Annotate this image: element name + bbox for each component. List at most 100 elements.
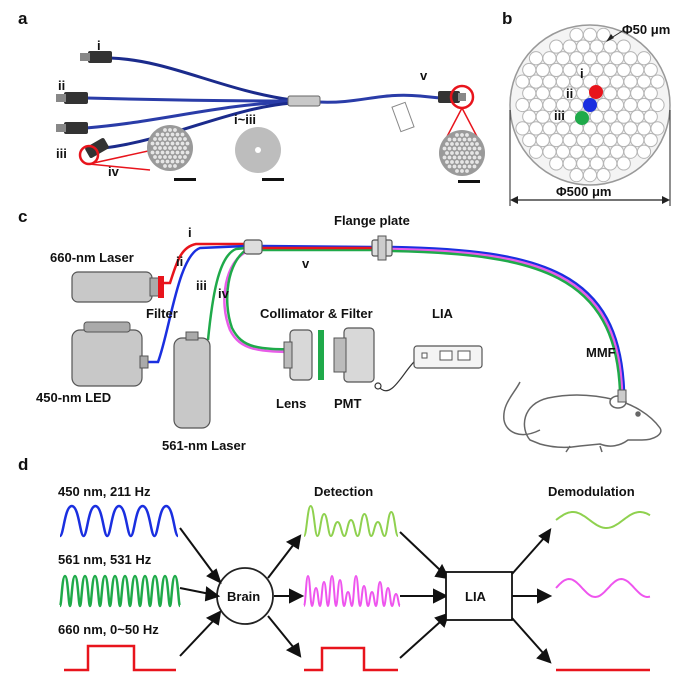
label-c-i: i	[188, 225, 192, 240]
micrograph-dot	[467, 164, 472, 169]
bundle-fiber	[576, 132, 591, 148]
micrograph-dot	[470, 160, 474, 164]
micrograph-dot	[168, 137, 172, 141]
label-pmt: PMT	[334, 396, 362, 411]
label-a-v: v	[420, 68, 428, 83]
bundle-fiber	[650, 121, 665, 136]
bundle-fiber	[630, 132, 645, 148]
micrograph-dot	[447, 146, 452, 151]
label-collimator: Collimator & Filter	[260, 306, 373, 321]
micrograph-dot	[445, 142, 449, 146]
micrograph-dot	[462, 146, 467, 151]
waveform-450nm	[58, 504, 180, 538]
bundle-fiber	[555, 121, 571, 136]
label-c-ii: ii	[176, 254, 183, 269]
micrograph-dot	[457, 137, 462, 142]
micrograph-dot	[170, 132, 175, 137]
micrograph-dot	[153, 146, 157, 150]
label-input3: 660 nm, 0~50 Hz	[58, 622, 159, 637]
bundle-fiber	[562, 156, 577, 171]
panel-d: d 450 nm, 211 Hz 561 nm, 531 Hz 660 nm, …	[18, 455, 651, 672]
label-lia-d: LIA	[465, 589, 487, 604]
fiber-paths	[146, 242, 301, 364]
micrograph-dot	[158, 137, 162, 141]
bundle-fiber	[528, 74, 544, 89]
bundle-fiber	[643, 86, 658, 101]
lens	[283, 329, 313, 381]
label-input1: 450 nm, 211 Hz	[58, 484, 151, 499]
micrograph-dot	[455, 142, 459, 146]
bundle-fiber	[528, 121, 544, 136]
micrograph-dot	[158, 146, 162, 150]
micrograph-dot	[160, 150, 165, 155]
filter-660	[158, 276, 164, 298]
bundle-fiber	[596, 144, 611, 159]
bundle-fiber	[623, 74, 638, 89]
micrograph-dot	[183, 146, 187, 150]
micrograph-dot	[457, 155, 462, 160]
bundle-fiber	[535, 86, 550, 101]
label-phi500: Φ500 μm	[556, 184, 612, 199]
connector-iii	[56, 122, 88, 134]
micrograph-dot	[183, 137, 187, 141]
mmf-fiber	[391, 245, 626, 393]
micrograph-dot	[467, 155, 472, 160]
micrograph-dot	[477, 155, 482, 160]
micrograph-dot	[180, 150, 185, 155]
micrograph-dot	[155, 141, 160, 146]
micrograph-iv	[147, 125, 196, 181]
label-demodulation: Demodulation	[548, 484, 635, 499]
bundle-fiber	[589, 62, 604, 78]
label-led450: 450-nm LED	[36, 390, 111, 405]
micrograph-dot	[165, 150, 170, 155]
label-a-iv: iv	[108, 164, 120, 179]
label-b-ii: ii	[566, 86, 573, 101]
bundle-fiber	[515, 121, 530, 136]
micrograph-dot	[173, 137, 177, 141]
micrograph-dot	[452, 137, 457, 142]
bundle-fiber	[522, 86, 537, 101]
bundle-fiber	[609, 51, 625, 66]
micrograph-dot	[475, 160, 479, 164]
micrograph-dot	[455, 160, 459, 164]
bundle-fiber	[636, 97, 652, 113]
label-detection: Detection	[314, 484, 373, 499]
bundle-cables	[84, 56, 442, 150]
micrograph-dot	[460, 142, 464, 146]
micrograph-dot	[465, 169, 469, 173]
micrograph-dot	[467, 146, 472, 151]
micrograph-dot	[457, 164, 462, 169]
micrograph-dot	[173, 155, 177, 159]
panel-d-letter: d	[18, 455, 28, 474]
micrograph-dot	[452, 146, 457, 151]
detected-signal-2	[303, 574, 401, 608]
micrograph-dot	[155, 132, 160, 137]
bundle-fiber	[562, 132, 577, 148]
arrows-from-lia	[511, 528, 553, 664]
bundle-fiber	[596, 27, 611, 42]
label-phi50: Φ50 μm	[622, 22, 670, 37]
waveform-561nm	[58, 574, 182, 608]
micrograph-dot	[465, 160, 469, 164]
micrograph-v	[439, 130, 485, 183]
label-c-v: v	[302, 256, 310, 271]
micrograph-dot	[475, 142, 479, 146]
micrograph-dot	[472, 146, 477, 151]
micrograph-dot	[158, 155, 162, 159]
connector-i	[80, 51, 112, 63]
bundle-fiber	[576, 156, 591, 171]
bundle-fiber	[569, 168, 584, 183]
micrograph-dot	[163, 155, 167, 159]
micrograph-dot	[472, 155, 477, 160]
cable-pmt-lia	[379, 359, 417, 392]
bundle-fiber	[616, 39, 631, 54]
bundle-fiber	[596, 51, 611, 66]
bundle-fiber	[603, 156, 618, 171]
scale-bar-iv	[174, 178, 196, 181]
bundle-fiber	[549, 39, 564, 54]
bundle-fiber	[616, 86, 631, 101]
micrograph-dot	[183, 155, 187, 159]
bundle-fiber	[542, 51, 557, 66]
micrograph-dot	[465, 142, 469, 146]
micrograph-dot	[447, 155, 452, 160]
